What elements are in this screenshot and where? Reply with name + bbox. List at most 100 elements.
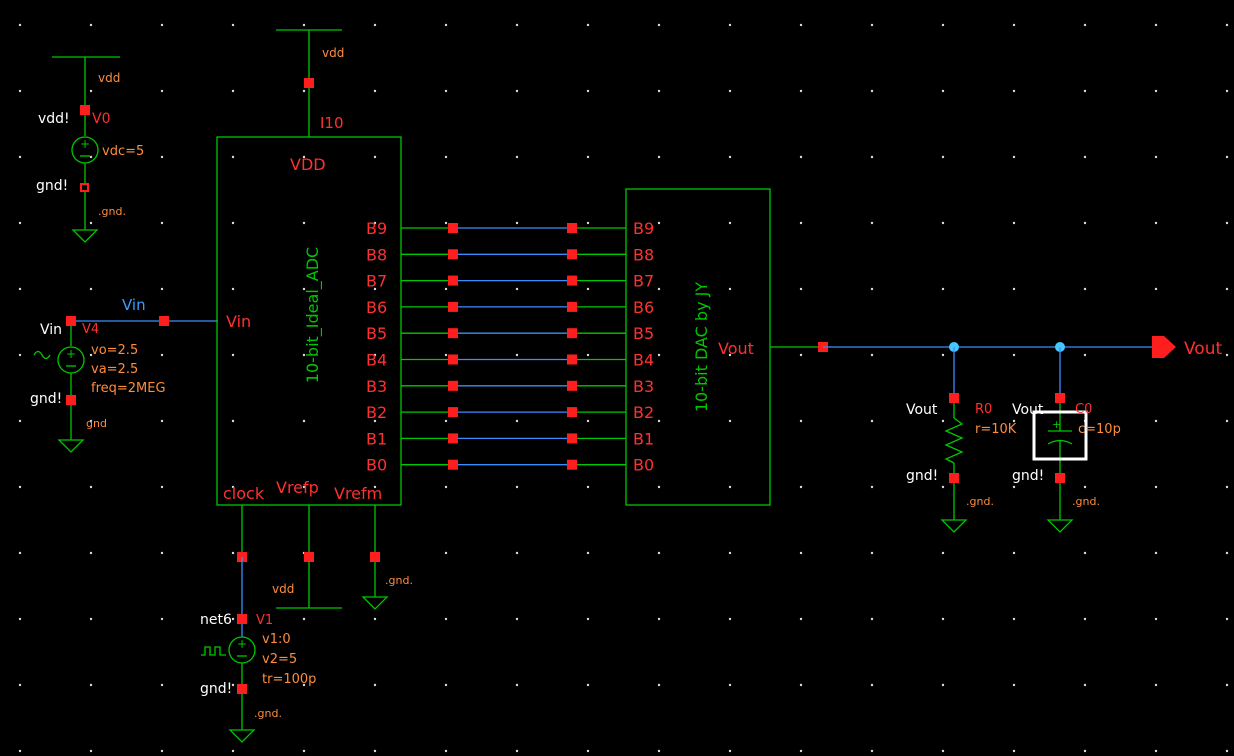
adc-pin-B6[interactable] (448, 301, 458, 312)
adc-pin-B0[interactable] (448, 459, 458, 470)
dac-bit-label-B0: B0 (633, 456, 654, 475)
adc-pin-B3[interactable] (448, 380, 458, 391)
adc-pin-B1[interactable] (448, 433, 458, 444)
adc-vdd-net: vdd (322, 46, 344, 60)
c0-vout-pin-label: Vout (1012, 402, 1044, 418)
adc-pin-B7[interactable] (448, 275, 458, 286)
v1-param-v2: v2=5 (262, 652, 297, 667)
v4-vin-pin-label: Vin (40, 322, 62, 338)
v1-net6-pin-label: net6 (200, 612, 232, 628)
svg-text:+: + (1052, 418, 1061, 431)
adc-vrefm-pin[interactable] (370, 552, 380, 562)
output-net[interactable]: Vout (823, 336, 1222, 359)
v4-bottom-pin[interactable] (66, 395, 76, 405)
v4-gnd-pin-label: gnd! (30, 391, 62, 407)
adc-pin-B5[interactable] (448, 328, 458, 339)
v0-vdd-net: vdd (98, 71, 120, 85)
v1-top-pin[interactable] (237, 614, 247, 624)
adc-vdd-label: VDD (290, 155, 326, 174)
c0-gnd-pin-label: gnd! (1012, 468, 1044, 484)
dac-pin-B9[interactable] (567, 223, 577, 233)
dac-pin-B0[interactable] (567, 459, 577, 470)
adc-vrefp-pin[interactable] (304, 552, 314, 562)
adc-bit-label-B9: B9 (366, 219, 387, 238)
adc-name: 10-bit_Ideal_ADC (303, 247, 323, 383)
r0-vout-pin-label: Vout (906, 402, 938, 418)
c0-gnd-net: .gnd. (1072, 495, 1100, 508)
resistor-r0[interactable]: Vout R0 r=10K gnd! .gnd. (906, 347, 1017, 533)
dac-pin-B4[interactable] (567, 354, 577, 365)
svg-text:+: + (80, 137, 90, 151)
dac-pin-B6[interactable] (567, 301, 577, 312)
adc-vrefm-label: Vrefm (334, 484, 382, 503)
dac-bit-label-B4: B4 (633, 351, 654, 370)
dac-pin-B3[interactable] (567, 380, 577, 391)
vout-output-pin[interactable] (1152, 336, 1176, 358)
dac-vout-label: Vout (718, 339, 754, 358)
capacitor-c0[interactable]: + Vout C0 c=10p gnd! .gnd. (1012, 347, 1121, 533)
adc-bit-label-B6: B6 (366, 298, 387, 317)
r0-instance: R0 (975, 402, 992, 417)
dac-pin-B8[interactable] (567, 249, 577, 260)
v0-param: vdc=5 (102, 144, 144, 159)
v0-instance: V0 (92, 111, 110, 127)
source-v4[interactable]: + Vin Vin V4 vo=2.5 va=2.5 freq=2MEG gnd… (30, 296, 218, 453)
v1-bottom-pin[interactable] (237, 684, 247, 694)
dac-pin-B7[interactable] (567, 275, 577, 286)
adc-pin-B9[interactable] (448, 223, 458, 233)
v4-gnd-net: gnd (86, 417, 107, 430)
c0-top-pin[interactable] (1055, 393, 1065, 403)
v0-gnd-net: .gnd. (98, 205, 126, 218)
v0-vdd-pin-label: vdd! (38, 111, 70, 127)
dac-pin-B2[interactable] (567, 407, 577, 418)
dac-name: 10-bit DAC by JY (692, 282, 711, 412)
dac-bit-label-B5: B5 (633, 324, 654, 343)
v0-bottom-pin[interactable] (80, 183, 89, 192)
dac-bit-label-B6: B6 (633, 298, 654, 317)
adc-pin-B2[interactable] (448, 407, 458, 418)
v1-param-tr: tr=100p (262, 672, 316, 687)
v1-gnd-pin-label: gnd! (200, 681, 232, 697)
adc-clock-label: clock (223, 484, 265, 503)
adc-bit-label-B4: B4 (366, 351, 387, 370)
dac-bit-label-B1: B1 (633, 429, 654, 448)
dac-pin-B1[interactable] (567, 433, 577, 444)
adc-vdd-pin[interactable] (304, 78, 314, 88)
vout-output-label: Vout (1184, 339, 1222, 359)
r0-param: r=10K (975, 422, 1017, 437)
adc-bit-label-B0: B0 (366, 456, 387, 475)
dac-block[interactable]: 10-bit DAC by JY Vout (625, 188, 828, 506)
vin-wire-label: Vin (122, 296, 146, 314)
v4-param-freq: freq=2MEG (91, 381, 166, 396)
dac-bit-label-B8: B8 (633, 245, 654, 264)
v0-top-pin[interactable] (80, 105, 90, 115)
v0-gnd-pin-label: gnd! (36, 178, 68, 194)
adc-vin-label: Vin (226, 312, 251, 331)
svg-text:+: + (66, 347, 76, 361)
adc-block[interactable]: vdd I10 VDD Vin 10-bit_Ideal_ADC clock V… (216, 29, 413, 610)
source-v1[interactable]: + net6 V1 v1:0 v2=5 tr=100p gnd! .gnd. (200, 557, 316, 743)
dac-bit-label-B3: B3 (633, 377, 654, 396)
adc-bit-label-B1: B1 (366, 429, 387, 448)
c0-selection-box[interactable] (1032, 410, 1088, 461)
adc-bit-label-B7: B7 (366, 272, 387, 291)
adc-pin-B8[interactable] (448, 249, 458, 260)
adc-instance: I10 (320, 114, 344, 132)
supply-v0[interactable]: + vdd vdd! V0 vdc=5 gnd! .gnd. (36, 56, 144, 243)
r0-top-pin[interactable] (949, 393, 959, 403)
r0-bottom-pin[interactable] (949, 473, 959, 483)
adc-pin-B4[interactable] (448, 354, 458, 365)
dac-pin-B5[interactable] (567, 328, 577, 339)
svg-text:+: + (237, 637, 247, 651)
v4-top-pin[interactable] (66, 316, 76, 326)
adc-vrefp-label: Vrefp (276, 478, 319, 497)
c0-bottom-pin[interactable] (1055, 473, 1065, 483)
v4-param-vo: vo=2.5 (91, 343, 138, 358)
v4-param-va: va=2.5 (91, 362, 138, 377)
c0-param: c=10p (1078, 422, 1121, 437)
vrefp-vdd-net: vdd (272, 582, 294, 596)
grid-dots (18, 23, 1229, 753)
v4-net-pin[interactable] (159, 316, 169, 326)
